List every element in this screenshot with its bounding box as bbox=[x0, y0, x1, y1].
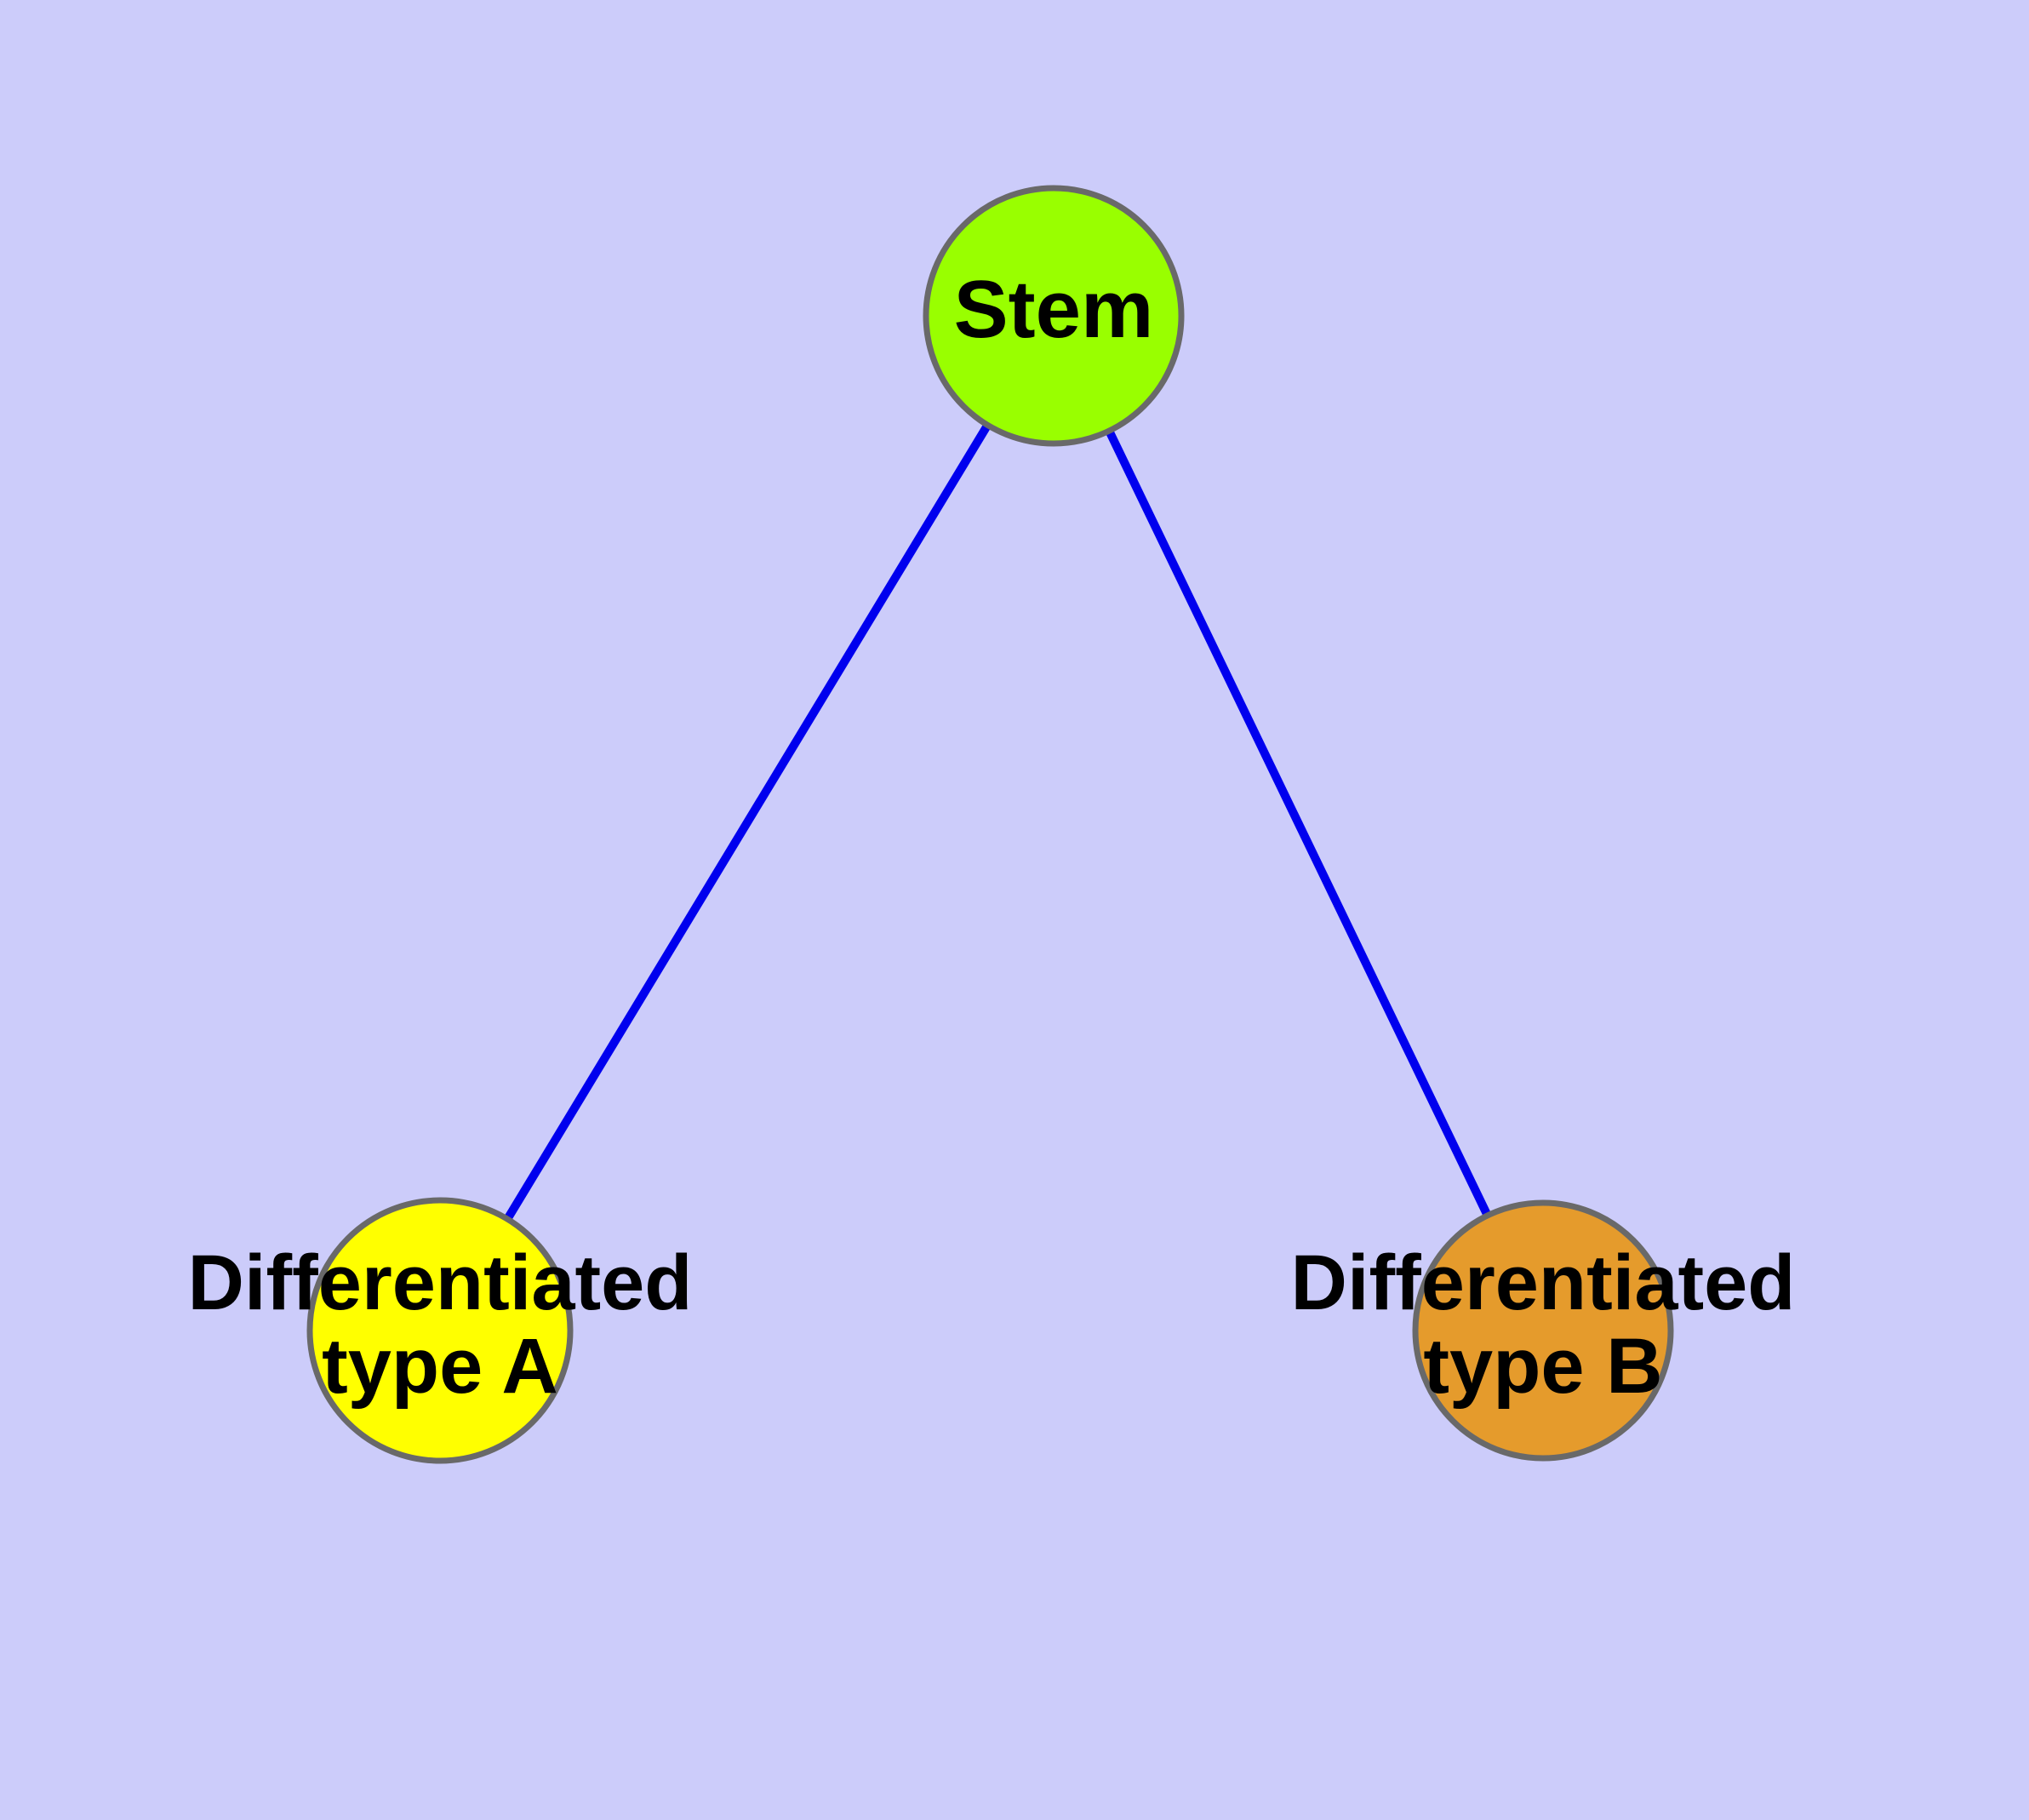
node-layer bbox=[306, 185, 1674, 1464]
graph-node-stem[interactable] bbox=[923, 185, 1185, 447]
graph-edge-stem-to-diff-b[interactable] bbox=[1105, 428, 1492, 1218]
graph-node-label-line: Differentiated bbox=[188, 1239, 693, 1326]
graph-edge-stem-to-diff-a[interactable] bbox=[503, 422, 992, 1222]
graph-node-label-line: Stem bbox=[954, 264, 1154, 355]
graph-node-label-line: type B bbox=[1423, 1324, 1662, 1411]
graph-node-label-stem: Stem bbox=[954, 264, 1154, 355]
graph-node-label-line: type A bbox=[322, 1324, 558, 1411]
edge-layer bbox=[503, 422, 1492, 1222]
graph-node-label-line: Differentiated bbox=[1291, 1239, 1796, 1326]
graph-node-diff_a[interactable] bbox=[306, 1197, 574, 1464]
graph-node-diff_b[interactable] bbox=[1412, 1199, 1674, 1462]
